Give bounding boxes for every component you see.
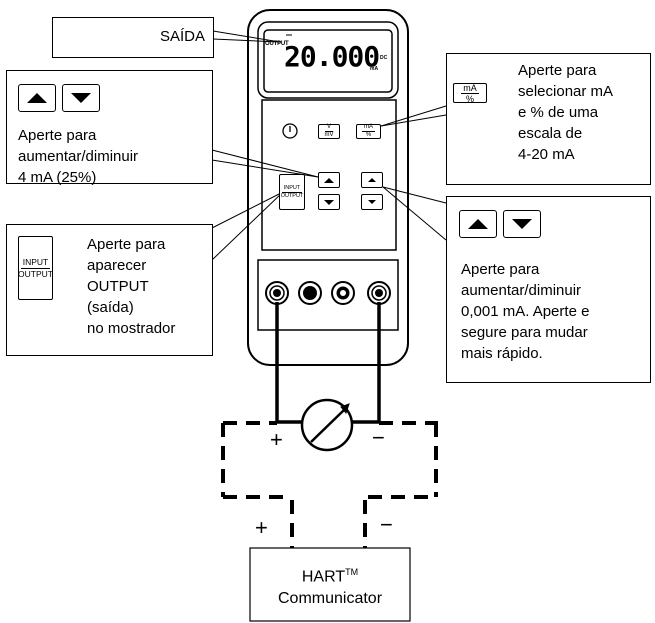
callout-input-output-text: Aperte para aparecer OUTPUT (saída) no m… [87,236,176,337]
test-leads [275,302,381,424]
ma-illustration-label: mA [461,82,479,94]
callout-ma-percent-text: Aperte para selecionar mA e % de uma esc… [518,62,614,163]
plus-top-label: + [270,427,283,452]
minus-top-label: − [372,425,385,450]
lcd-dc-label: DC [380,55,388,61]
down-key-illustration [62,84,100,112]
lcd-unit-label: mA [370,66,379,72]
fine-down-key-illustration [503,210,541,238]
input-illustration-label: INPUT [20,256,51,269]
callout-fine-text: Aperte para aumentar/diminuir 0,001 mA. … [461,261,590,362]
callout-coarse-text: Aperte para aumentar/diminuir 4 mA (25%) [18,127,139,186]
ma-label: mA [362,124,375,132]
lcd-screen [263,29,393,93]
dashed-loop [221,421,438,548]
percent-illustration-label: % [465,93,474,104]
lcd-value: 20.000 [284,40,380,73]
minus-bottom-label: − [380,512,393,537]
up-key-illustration [18,84,56,112]
meter-symbol [300,398,354,452]
trademark-mark: TM [345,567,359,577]
callout-fine-step: Aperte para aumentar/diminuir 0,001 mA. … [446,196,651,383]
hart-name: HART [301,568,346,586]
hart-communicator-label: HARTTM Communicator [250,561,410,610]
mv-label: mV [324,132,334,138]
coarse-down-key[interactable] [318,194,340,210]
coarse-up-key[interactable] [318,172,340,188]
output-illustration-label: OUTPUT [18,268,53,279]
callout-coarse-step: Aperte para aumentar/diminuir 4 mA (25%) [6,70,213,186]
input-label: INPUT [281,184,303,193]
fine-down-key[interactable] [361,194,383,210]
percent-label: % [365,132,372,138]
callout-ma-percent: mA% Aperte para selecionar mA e % de uma… [446,53,651,185]
fine-up-key-illustration [459,210,497,238]
v-label: V [324,124,333,132]
leader-lines [211,30,447,261]
callout-saida-text: SAÍDA [159,28,205,45]
callout-saida: SAÍDA [52,17,214,58]
terminal-jacks [265,281,391,305]
ma-percent-key-illustration: mA% [453,82,487,104]
lcd-mode-label: OUTPUT [265,41,289,47]
output-label: OUTPUT [280,192,304,199]
hart-communicator-box [249,547,411,622]
plus-bottom-label: + [255,515,268,540]
fine-up-key[interactable] [361,172,383,188]
communicator-subtitle: Communicator [277,590,383,608]
ma-percent-key[interactable]: mA% [356,124,381,139]
